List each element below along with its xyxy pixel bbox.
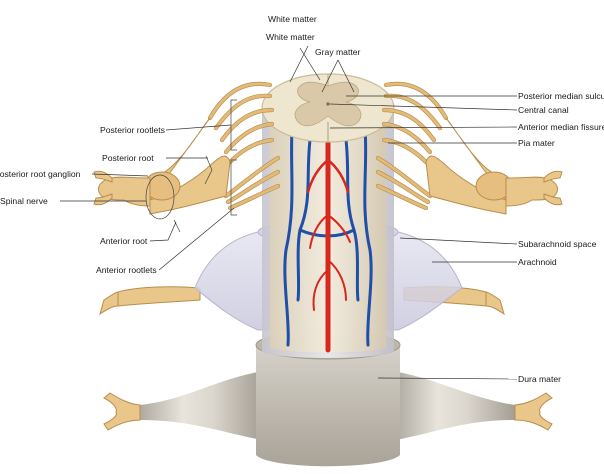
label-anterior-median-fissure: Anterior median fissure: [518, 122, 604, 132]
label-arachnoid: Arachnoid: [518, 257, 557, 267]
label-subarachnoid-space: Subarachnoid space: [518, 239, 597, 249]
label-white-matter-1: White matter: [268, 14, 317, 24]
label-white-matter-2: White matter: [266, 32, 315, 42]
spinal-cord: [262, 74, 394, 358]
label-gray-matter: Gray matter: [315, 47, 361, 57]
label-posterior-median-sulcus: Posterior median sulcus: [518, 91, 604, 101]
label-pia-mater: Pia mater: [518, 138, 555, 148]
central-canal: [326, 102, 329, 105]
label-posterior-root: Posterior root: [102, 153, 154, 163]
label-posterior-root-ganglion: Posterior root ganglion: [0, 169, 81, 179]
label-anterior-rootlets: Anterior rootlets: [96, 265, 157, 275]
label-dura-mater: Dura mater: [518, 374, 561, 384]
label-central-canal: Central canal: [518, 105, 569, 115]
label-posterior-rootlets: Posterior rootlets: [100, 125, 165, 135]
label-spinal-nerve: Spinal nerve: [0, 196, 48, 206]
posterior-root-ganglion-right: [426, 118, 514, 214]
label-anterior-root: Anterior root: [100, 236, 148, 246]
